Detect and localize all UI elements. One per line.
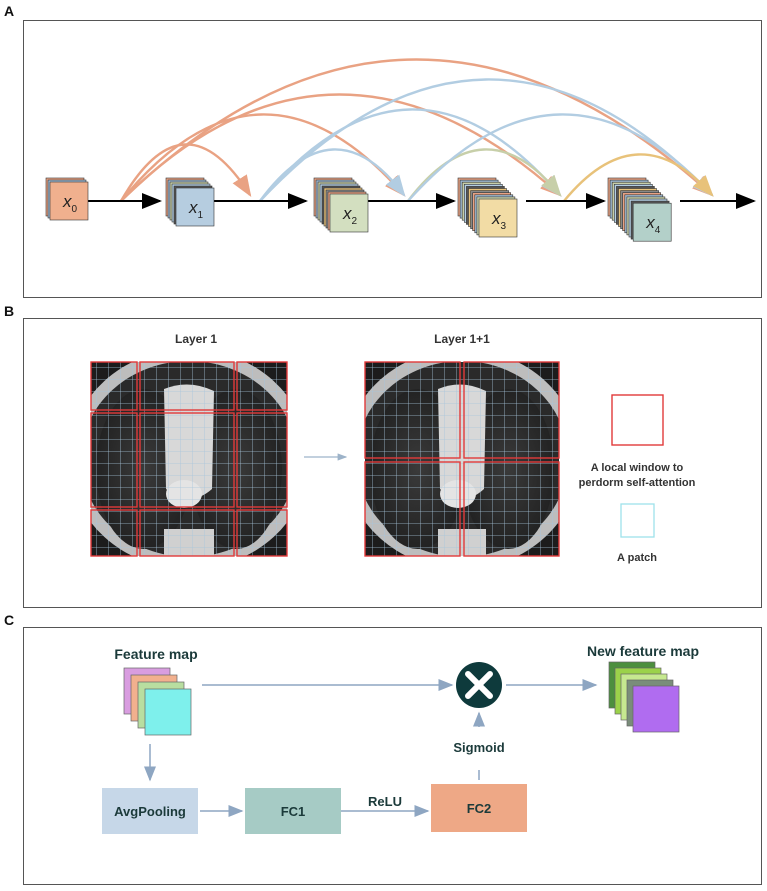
panel-a: x0 x1 x2 x3 x4 [23, 20, 762, 298]
arcs-x3 [563, 153, 714, 202]
new-feature-map-layer [632, 685, 680, 733]
node-subscript: 3 [501, 221, 507, 232]
stack-front-x4 [632, 202, 672, 242]
stack-front-x2 [329, 193, 369, 233]
arc-x2-x3 [407, 148, 562, 202]
feature-map-stack [123, 667, 192, 736]
layer2-title: Layer 1+1 [434, 332, 490, 346]
feature-stack-x4: x4 [607, 177, 672, 242]
feature-stack-x2: x2 [313, 177, 369, 233]
feature-map-layer [144, 688, 192, 736]
panel-a-label: A [4, 3, 15, 19]
feature-map-title: Feature map [114, 646, 197, 662]
node-subscript: 0 [72, 204, 78, 215]
flow-arrows [144, 679, 598, 817]
node-subscript: 2 [352, 216, 358, 227]
dense-connection-diagram: x0 x1 x2 x3 x4 [45, 58, 756, 242]
ct-image-layer1 [91, 362, 287, 556]
arcs-x2 [407, 113, 714, 202]
new-feature-map-title: New feature map [587, 643, 699, 659]
windows-layer1 [90, 361, 288, 557]
fc1-box [245, 788, 341, 834]
stack-front-x1 [175, 187, 215, 227]
stack-front-x3 [478, 198, 518, 238]
avgpooling-label: AvgPooling [114, 804, 186, 819]
fc2-label: FC2 [467, 801, 492, 816]
arc-x3-x4 [563, 153, 714, 202]
legend-window-line2: perdorm self-attention [579, 477, 696, 489]
window-attention-diagram: Layer 1 Layer 1+1 [90, 332, 696, 564]
layer1-title: Layer 1 [175, 332, 217, 346]
feature-stack-x3: x3 [457, 177, 518, 238]
feature-stack-x1: x1 [165, 177, 215, 227]
panel-c: Feature map New feature map AvgPooling F… [23, 627, 762, 885]
multiply-node [456, 662, 502, 708]
windows-layer2 [364, 361, 560, 557]
arc-x1-x4 [259, 78, 714, 202]
feature-stack-x0: x0 [45, 177, 89, 221]
fc1-label: FC1 [281, 804, 306, 819]
fc2-box [431, 784, 527, 832]
legend-window-line1: A local window to [591, 462, 684, 474]
feature-stacks: x0 x1 x2 x3 x4 [45, 177, 672, 242]
arcs-x1 [259, 78, 714, 202]
node-subscript: 1 [198, 210, 204, 221]
panel-b: Layer 1 Layer 1+1 [23, 318, 762, 608]
legend-patch-label: A patch [617, 552, 657, 564]
se-block-diagram: Feature map New feature map AvgPooling F… [102, 643, 699, 834]
legend-window-swatch [611, 394, 664, 446]
panel-c-label: C [4, 612, 15, 628]
arc-x2-x4 [407, 113, 714, 202]
new-feature-map-stack [608, 661, 680, 733]
node-subscript: 4 [655, 225, 661, 236]
panel-b-label: B [4, 303, 15, 319]
stack-front-x0 [49, 181, 89, 221]
ct-image-layer2 [365, 362, 559, 556]
avgpooling-box [102, 788, 198, 834]
arc-x1-x3 [259, 108, 562, 202]
relu-label: ReLU [368, 794, 402, 809]
legend-patch-swatch [620, 503, 655, 538]
sigmoid-label: Sigmoid [453, 740, 504, 755]
